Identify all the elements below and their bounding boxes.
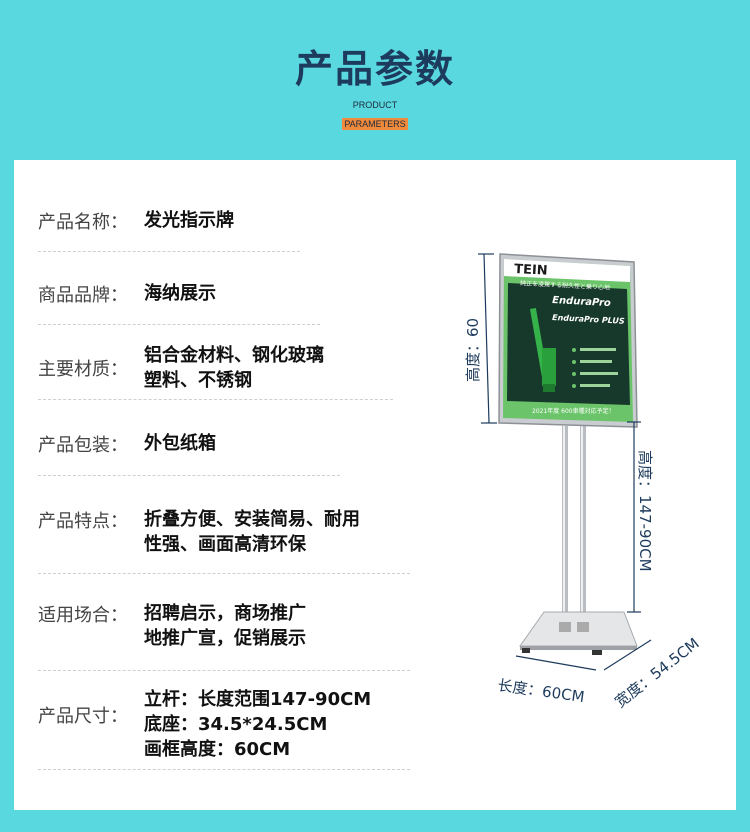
- poster-footer: 2021年度 600車種対応予定！: [532, 407, 615, 415]
- spec-label: 产品尺寸：: [38, 706, 128, 727]
- spec-value-line: 画框高度：60CM: [144, 739, 291, 760]
- spec-label: 适用场合：: [38, 605, 128, 626]
- spec-value: 外包纸箱: [144, 431, 216, 456]
- spec-label: 产品名称：: [38, 212, 128, 233]
- spec-value: 海纳展示: [144, 281, 216, 306]
- spec-value-line: 铝合金材料、钢化玻璃: [144, 345, 324, 366]
- dim-base-length: 长度：60CM: [496, 676, 585, 706]
- spec-value-line: 折叠方便、安装简易、耐用: [144, 509, 360, 530]
- poster-product2: EnduraPro PLUS: [552, 313, 625, 326]
- divider: [38, 399, 393, 400]
- spec-value: 立杆：长度范围147-90CM 底座：34.5*24.5CM 画框高度：60CM: [144, 687, 371, 762]
- spec-label: 主要材质：: [38, 359, 128, 380]
- spec-value-line: 底座：34.5*24.5CM: [144, 714, 328, 735]
- divider: [38, 475, 340, 476]
- spec-value-line: 立杆：长度范围147-90CM: [144, 689, 372, 710]
- spec-value-line: 塑料、不锈钢: [144, 370, 252, 391]
- spec-value-line: 海纳展示: [144, 283, 216, 304]
- divider: [38, 251, 300, 252]
- divider: [38, 670, 410, 671]
- spec-label: 产品特点：: [38, 511, 128, 532]
- divider: [38, 324, 320, 325]
- dim-line-length: [515, 655, 597, 671]
- spec-label: 商品品牌：: [38, 285, 128, 306]
- dim-pole-height: 高度：147-90CM: [636, 450, 654, 572]
- spec-value: 折叠方便、安装简易、耐用 性强、画面高清环保: [144, 507, 360, 557]
- dim-frame-height: 高度：60: [464, 318, 482, 382]
- spec-value-line: 外包纸箱: [144, 433, 216, 454]
- dim-line-width: [603, 639, 652, 671]
- spec-label: 产品包装：: [38, 435, 128, 456]
- spec-value-line: 招聘启示，商场推广: [144, 603, 306, 624]
- poster-brand: TEIN: [514, 262, 548, 279]
- subtitle-parameters-wrap: PARAMETERS: [0, 112, 750, 131]
- subtitle-product: PRODUCT: [352, 100, 398, 110]
- spec-value: 发光指示牌: [144, 208, 234, 233]
- poster-product1: EnduraPro: [552, 295, 611, 309]
- spec-panel: 产品名称： 发光指示牌 商品品牌： 海纳展示 主要材质： 铝合金材料、钢化玻璃 …: [14, 160, 736, 810]
- spec-value-line: 地推广宣，促销展示: [144, 628, 306, 649]
- spec-value: 铝合金材料、钢化玻璃 塑料、不锈钢: [144, 343, 324, 393]
- page-title: 产品参数: [294, 47, 455, 91]
- dim-line-frame: [483, 253, 490, 424]
- signboard-illustration: TEIN 純正を凌駕する耐久性と乗り心地 EnduraPro EnduraPro…: [464, 253, 703, 711]
- spec-value-line: 发光指示牌: [144, 210, 234, 231]
- subtitle-parameters: PARAMETERS: [342, 118, 408, 130]
- spec-value: 招聘启示，商场推广 地推广宣，促销展示: [144, 601, 306, 651]
- divider: [38, 769, 410, 770]
- spec-value-line: 性强、画面高清环保: [144, 534, 306, 555]
- divider: [38, 573, 410, 574]
